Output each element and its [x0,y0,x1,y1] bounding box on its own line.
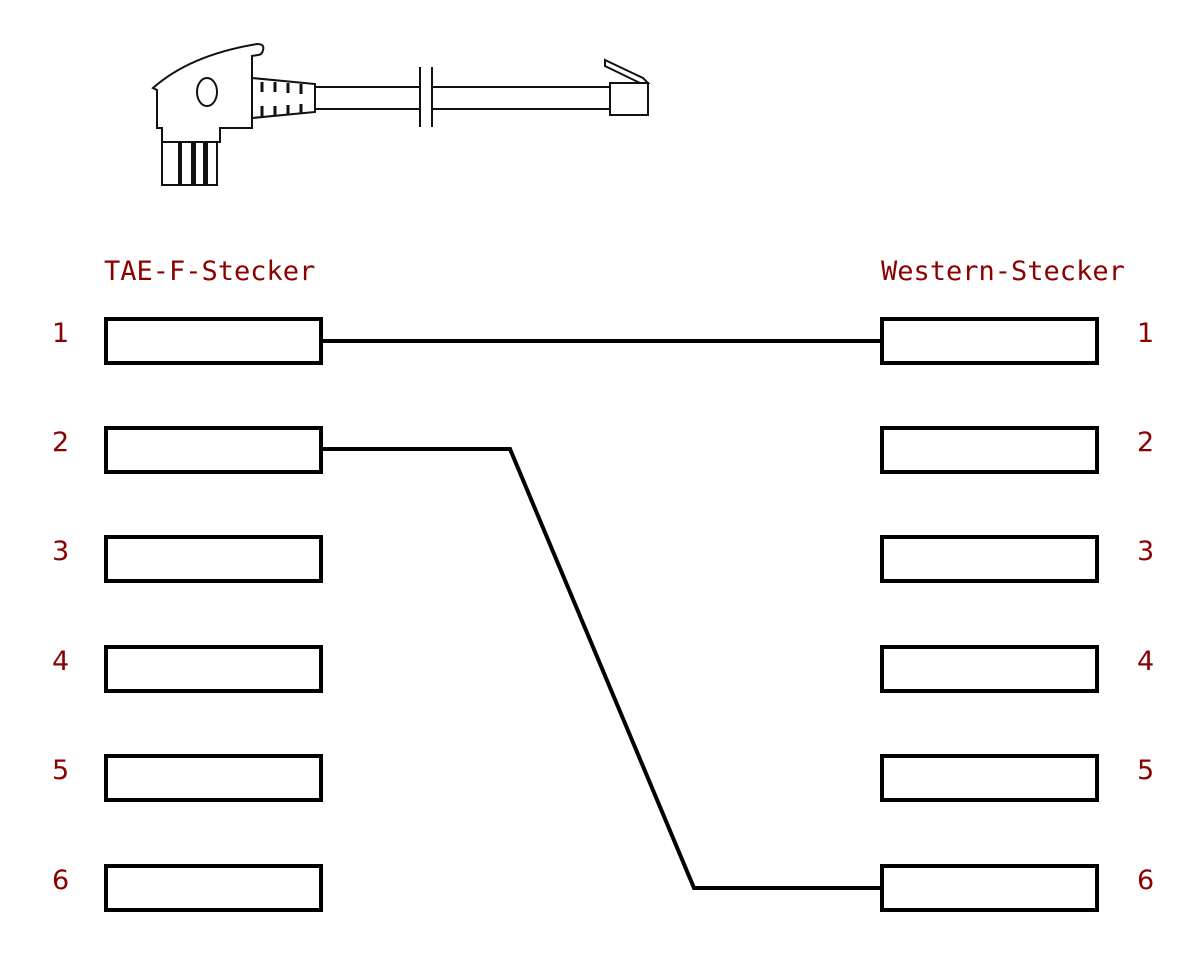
left-pin-3 [104,535,323,583]
right-pin-number: 1 [1137,318,1155,349]
cable-break [419,67,433,127]
right-pin-6 [880,864,1099,912]
wires [321,339,882,890]
left-connector-label: TAE-F-Stecker [104,256,316,287]
right-connector-label: Western-Stecker [881,256,1125,287]
left-pin-2 [104,426,323,474]
cable-illustration [151,42,651,186]
left-pin-4 [104,645,323,693]
western-plug-latch [604,58,651,84]
left-pin-6 [104,864,323,912]
right-pin-4 [880,645,1099,693]
tae-plug-hole [196,77,218,107]
right-pin-3 [880,535,1099,583]
left-pin-number: 5 [52,755,70,786]
cable [315,86,610,110]
left-pins [104,317,323,912]
left-pin-number: 6 [52,865,70,896]
tae-contact-block [161,141,218,186]
left-pin-1 [104,317,323,365]
right-pin-1 [880,317,1099,365]
right-pin-number: 6 [1137,865,1155,896]
right-pin-2 [880,426,1099,474]
right-pins [880,317,1099,912]
right-pin-number: 4 [1137,646,1155,677]
right-pin-number: 2 [1137,427,1155,458]
left-pin-number: 3 [52,536,70,567]
western-plug [609,82,649,116]
left-pin-number: 2 [52,427,70,458]
wire-2-to-6 [321,447,882,890]
left-pin-number: 4 [52,646,70,677]
right-pin-number: 5 [1137,755,1155,786]
left-pin-5 [104,754,323,802]
right-pin-number: 3 [1137,536,1155,567]
right-pin-5 [880,754,1099,802]
left-pin-number: 1 [52,318,70,349]
strain-relief [251,76,316,120]
